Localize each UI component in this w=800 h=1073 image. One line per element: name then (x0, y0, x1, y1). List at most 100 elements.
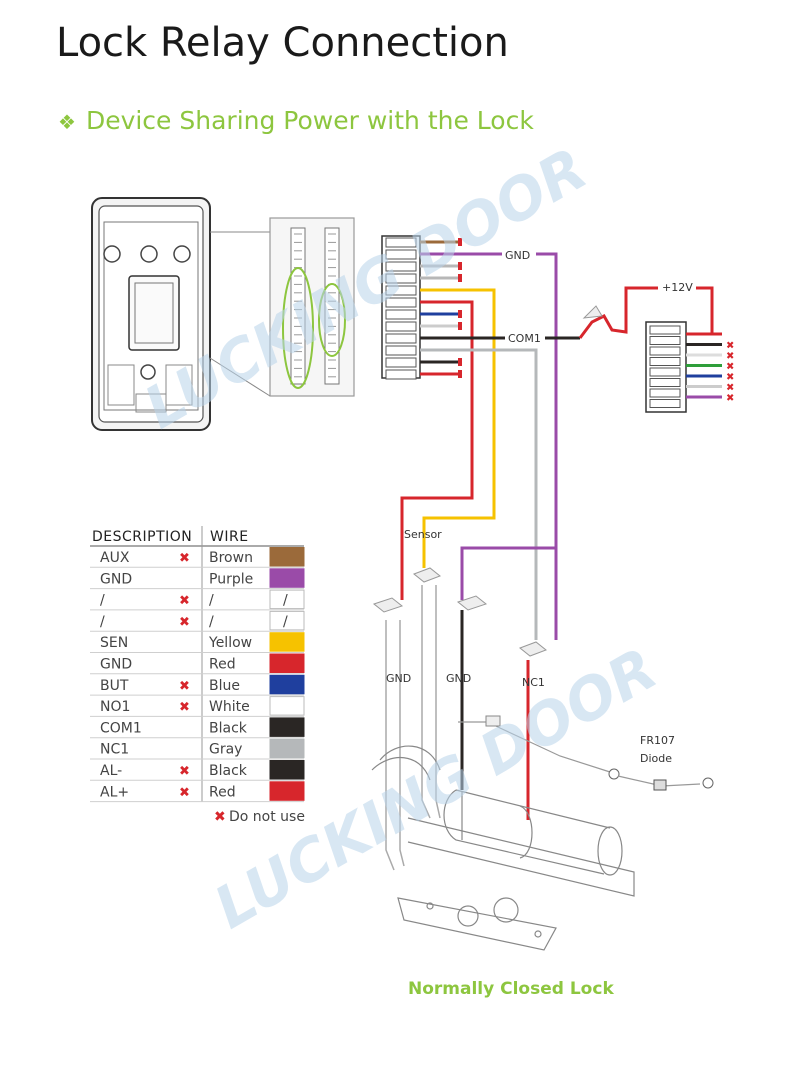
page-title: Lock Relay Connection (56, 20, 509, 66)
wire-end-cap (458, 262, 462, 270)
device-illustration (91, 197, 271, 431)
wire-end-cap (458, 370, 462, 378)
section-subtitle-text: Device Sharing Power with the Lock (85, 106, 534, 135)
table-header-wire: WIRE (210, 529, 249, 545)
row-description: / (100, 593, 105, 609)
connector-slot (385, 261, 417, 272)
row-color-swatch (269, 653, 305, 673)
row-wire-name: Red (209, 657, 236, 673)
power-connector-wires: ✖✖✖✖✖✖ (686, 332, 734, 404)
com1-label: COM1 (508, 332, 541, 345)
cross-icon: ✖ (726, 393, 734, 404)
power-slot (649, 388, 681, 398)
row-color-swatch (269, 589, 305, 610)
row-description: AL- (100, 763, 122, 779)
row-color-swatch (269, 717, 305, 737)
connector-slot (385, 285, 417, 296)
row-wire-name: White (209, 699, 250, 715)
row-description: GND (100, 657, 132, 673)
gnd-top-label: GND (505, 249, 530, 262)
connector-slot (385, 369, 417, 380)
lock-caption: Normally Closed Lock (408, 979, 614, 999)
diode-model-label: FR107 (640, 734, 675, 747)
row-swatch-slash: / (283, 614, 288, 630)
connector-unused-ends (458, 238, 462, 378)
do-not-use-icon: ✖ (179, 594, 190, 609)
row-color-swatch (269, 738, 305, 759)
do-not-use-cross-icon: ✖ (214, 809, 226, 825)
power-slot (649, 357, 681, 366)
cross-icon: ✖ (726, 351, 734, 362)
cross-icon: ✖ (726, 383, 734, 394)
row-wire-name: Blue (209, 678, 240, 694)
connector-detail (269, 217, 355, 397)
wire-end-cap (458, 322, 462, 330)
row-color-swatch (269, 674, 305, 695)
do-not-use-icon: ✖ (179, 764, 190, 779)
connector-slot (385, 357, 417, 368)
row-description: NO1 (100, 699, 130, 715)
lock-illustration (371, 745, 635, 951)
sensor-label: Sensor (404, 528, 442, 541)
do-not-use-icon: ✖ (179, 615, 190, 630)
row-description: AL+ (100, 784, 129, 800)
row-wire-name: Black (209, 763, 248, 779)
power-slot (649, 336, 681, 345)
wire-end-cap (458, 238, 462, 246)
row-swatch-slash: / (283, 593, 288, 609)
row-description: AUX (100, 550, 130, 566)
power-slot (649, 367, 681, 377)
main-connector (381, 235, 421, 380)
row-wire-name: Yellow (208, 635, 252, 651)
table-header-description: DESCRIPTION (92, 529, 192, 545)
connector-slot (385, 249, 417, 260)
power-slot (649, 325, 681, 335)
row-wire-name: Black (209, 720, 248, 736)
table-row: AL- ✖ Black (90, 760, 305, 781)
row-color-swatch (269, 632, 305, 652)
row-wire-name: / (209, 593, 214, 609)
connector-slot (385, 345, 417, 356)
lock-wiring: Sensor (372, 528, 714, 871)
do-not-use-icon: ✖ (179, 551, 190, 566)
diode-label: Diode (640, 752, 672, 765)
cross-icon: ✖ (726, 362, 734, 373)
row-wire-name: Purple (209, 571, 253, 587)
section-subtitle: ❖ Device Sharing Power with the Lock (58, 106, 534, 135)
table-row: / ✖ / / (90, 589, 305, 611)
connector-slot (385, 333, 417, 344)
table-row: AL+✖Red (90, 781, 305, 803)
table-row: / ✖ / / (90, 610, 305, 632)
row-description: NC1 (100, 742, 129, 758)
do-not-use-note: Do not use (229, 809, 305, 825)
power-slot (649, 399, 681, 408)
wire-end-cap (458, 358, 462, 366)
wire-end-cap (458, 274, 462, 282)
row-description: COM1 (100, 720, 142, 736)
wire-end-cap (458, 310, 462, 318)
row-description: GND (100, 571, 132, 587)
row-wire-name: Brown (209, 550, 253, 566)
row-description: BUT (100, 678, 129, 694)
do-not-use-icon: ✖ (179, 679, 190, 694)
connector-slot (385, 297, 417, 308)
row-color-swatch (269, 568, 305, 588)
power-slot (649, 346, 681, 356)
connector-wires (400, 240, 580, 640)
connector-slot (385, 309, 417, 320)
do-not-use-icon: ✖ (179, 785, 190, 800)
diamond-bullet-icon: ❖ (58, 110, 76, 134)
row-color-swatch (269, 781, 305, 801)
row-wire-name: / (209, 614, 214, 630)
row-description: / (100, 614, 105, 630)
nc1-label: NC1 (522, 676, 545, 689)
cross-icon: ✖ (726, 372, 734, 383)
table-row: GND Purple (90, 568, 305, 590)
row-color-swatch (269, 696, 305, 716)
power-slot (649, 378, 681, 387)
table-row: GND Red (90, 653, 305, 675)
connector-slot (385, 321, 417, 332)
